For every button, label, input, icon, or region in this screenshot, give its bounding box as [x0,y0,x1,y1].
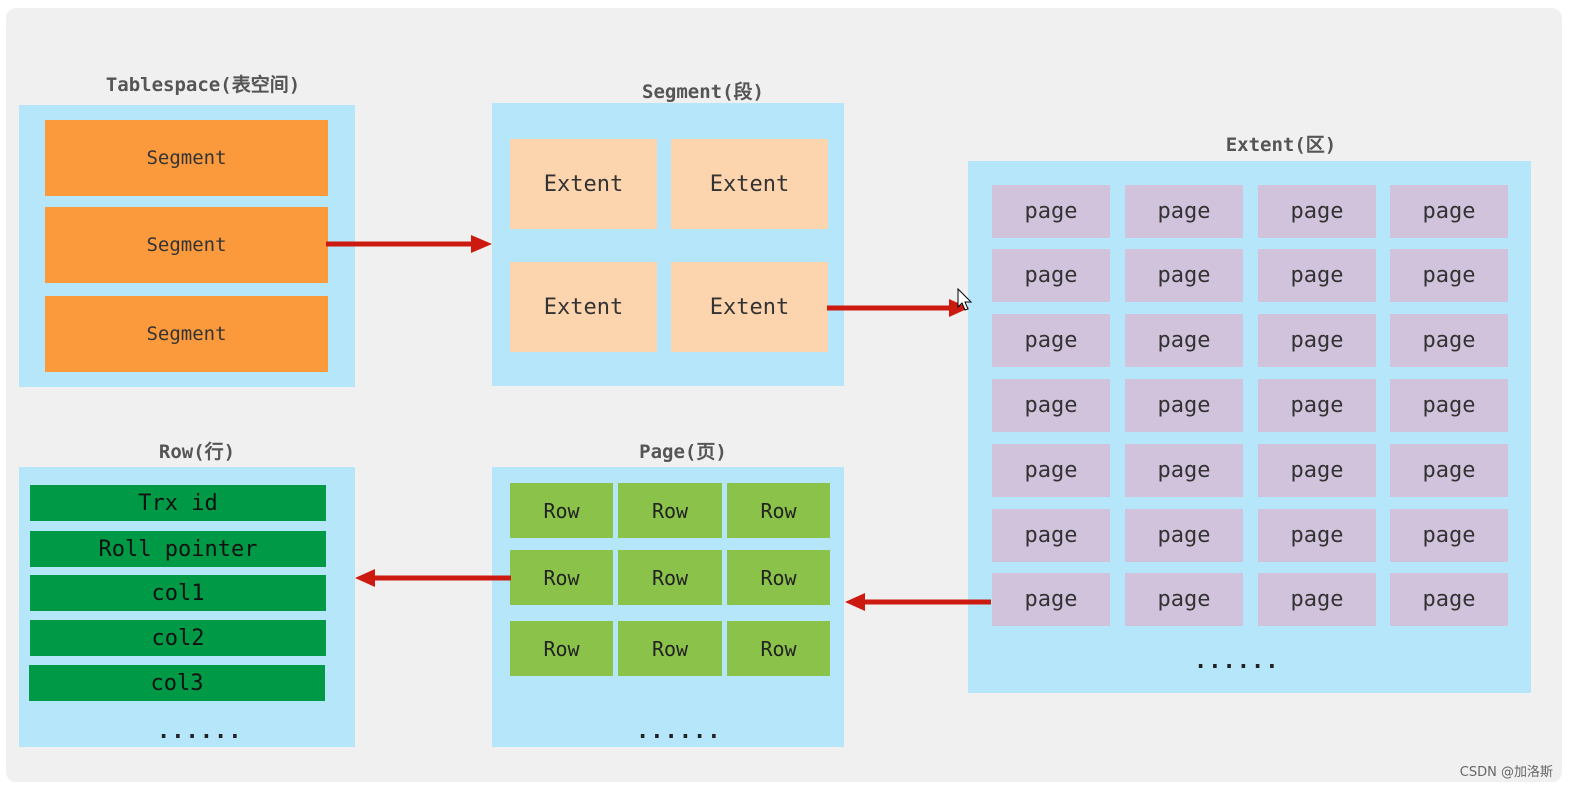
page-box: page [1125,249,1243,302]
field-col3: col3 [29,665,325,701]
page-box: page [992,379,1110,432]
page-box: page [1258,185,1376,238]
page-box: page [1258,573,1376,626]
page-box: page [992,314,1110,367]
page-box: page [992,249,1110,302]
row-panel: Trx id Roll pointer col1 col2 col3 .....… [19,467,355,747]
page-title: Page(页) [639,441,727,463]
page-box: page [1258,379,1376,432]
page-box: page [1125,314,1243,367]
extent-box: Extent [671,262,828,352]
extent-panel: page page page page page page page page page page… [968,161,1531,693]
arrow-segment-to-extent [827,299,969,317]
row-title: Row(行) [158,441,236,463]
arrow-page-to-row [355,569,511,587]
segment-box: Segment [45,296,328,372]
page-box: page [1125,379,1243,432]
extent-box: Extent [510,139,657,229]
row-box: Row [618,550,722,605]
segment-box: Segment [45,207,328,283]
page-box: page [1125,444,1243,497]
mouse-cursor-icon [957,288,973,311]
page-box: page [1390,379,1508,432]
tablespace-title: Tablespace(表空间) [105,74,301,96]
field-trx-id: Trx id [30,485,326,521]
row-box: Row [727,550,830,605]
page-box: page [1390,314,1508,367]
page-box: page [1125,185,1243,238]
arrow-tablespace-to-segment [326,235,492,253]
row-box: Row [618,621,722,676]
segment-box: Segment [45,120,328,196]
page-box: page [1390,509,1508,562]
page-box: page [1258,444,1376,497]
page-box: page [992,509,1110,562]
row-box: Row [510,550,613,605]
tablespace-panel: Segment Segment Segment [19,105,355,387]
arrow-extent-to-page [845,593,991,611]
row-box: Row [510,483,613,538]
page-box: page [1390,573,1508,626]
page-box: page [992,573,1110,626]
page-box: page [1390,444,1508,497]
row-box: Row [727,621,830,676]
page-box: page [1390,249,1508,302]
page-box: page [1258,249,1376,302]
field-col1: col1 [30,575,326,611]
page-box: page [992,185,1110,238]
page-box: page [1258,314,1376,367]
page-box: page [1125,509,1243,562]
row-ellipsis: ...... [157,719,243,744]
extent-title: Extent(区) [1225,134,1337,156]
page-box: page [1258,509,1376,562]
page-box: page [1125,573,1243,626]
segment-panel: Extent Extent Extent Extent [492,103,844,386]
extent-box: Extent [510,262,657,352]
page-ellipsis: ...... [636,719,722,744]
row-box: Row [618,483,722,538]
field-col2: col2 [30,620,326,656]
page-box: page [992,444,1110,497]
extent-box: Extent [671,139,828,229]
row-box: Row [727,483,830,538]
page-box: page [1390,185,1508,238]
row-box: Row [510,621,613,676]
segment-title: Segment(段) [642,81,764,103]
watermark: CSDN @加洛斯 [1459,765,1553,780]
extent-ellipsis: ...... [1194,649,1280,674]
field-roll-pointer: Roll pointer [30,531,326,567]
